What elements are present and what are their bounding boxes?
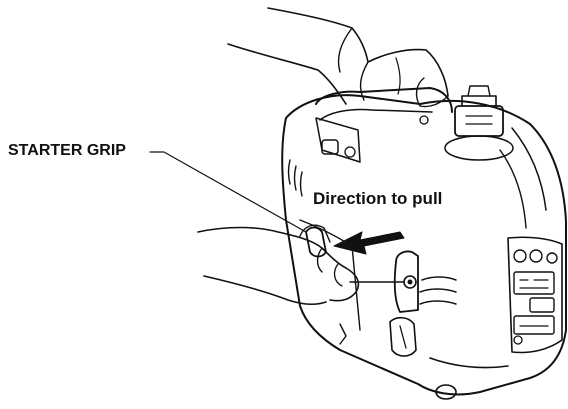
direction-arrow	[333, 231, 405, 255]
direction-to-pull-label: Direction to pull	[313, 189, 443, 208]
generator-body	[281, 85, 567, 400]
starter-grip-label: STARTER GRIP	[8, 142, 126, 159]
starter-grip-leader-line	[149, 151, 307, 233]
pulling-arm	[197, 224, 405, 305]
holding-arm	[227, 7, 449, 108]
